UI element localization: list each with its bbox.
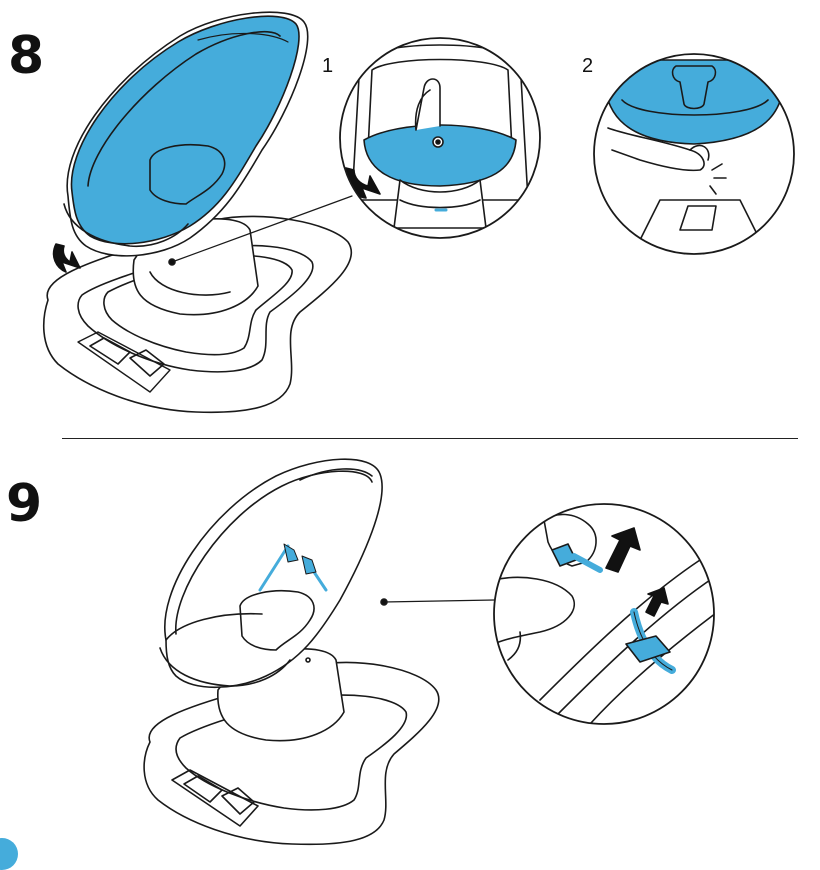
- detail-circle-2: [590, 50, 800, 260]
- seat-cover: [71, 16, 299, 244]
- detail-circle-3: [490, 500, 720, 730]
- step9-swing: [144, 459, 494, 844]
- step8-swing: [44, 12, 352, 412]
- curved-arrow-icon: [54, 244, 80, 272]
- detail-circle-1: [330, 30, 550, 250]
- seat-shell-9: [165, 459, 382, 687]
